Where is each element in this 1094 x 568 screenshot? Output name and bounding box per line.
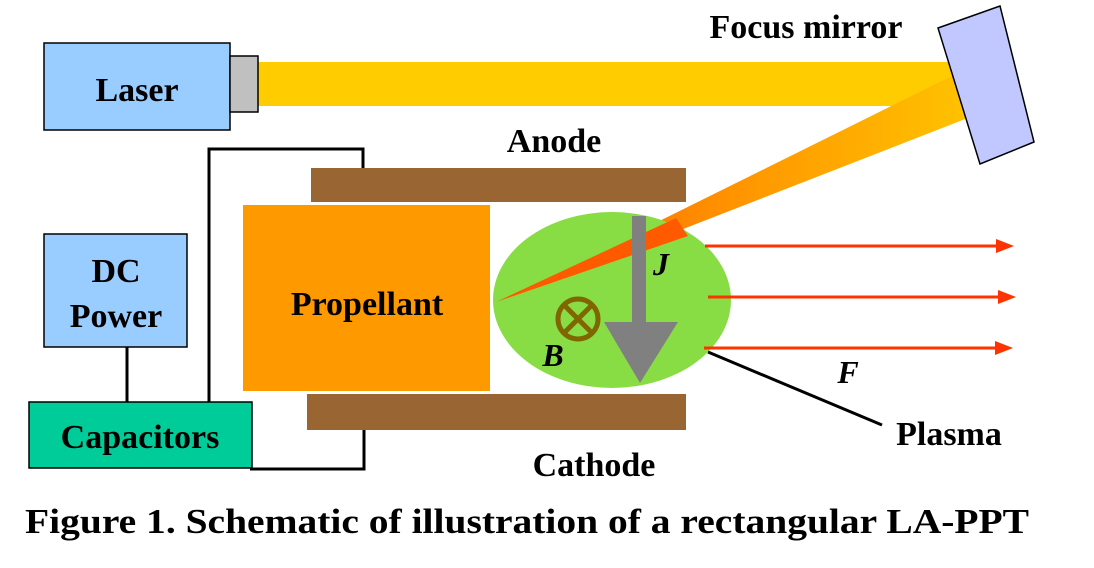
current-j-label: J	[652, 246, 670, 282]
plasma-cloud	[493, 212, 731, 388]
dc-power-box	[43, 233, 188, 348]
force-arrow	[704, 341, 1013, 355]
focus-mirror-label: Focus mirror	[710, 9, 903, 46]
current-arrow	[604, 216, 678, 383]
force-arrow	[708, 290, 1016, 304]
force-f-label: F	[836, 354, 858, 390]
anode-electrode	[311, 168, 686, 202]
laser-label: Laser	[95, 72, 178, 109]
cathode-label: Cathode	[533, 447, 656, 484]
anode-label: Anode	[507, 123, 601, 160]
dc-power-label-line1: DC	[91, 253, 140, 290]
plasma-pointer	[707, 350, 883, 427]
focus-mirror	[937, 5, 1035, 166]
figure-caption: Figure 1. Schematic of illustration of a…	[25, 502, 1029, 541]
magnetic-field-symbol	[555, 296, 601, 342]
laser-box	[43, 42, 231, 131]
field-b-label: B	[541, 337, 563, 373]
plasma-label: Plasma	[896, 416, 1002, 453]
propellant-block	[243, 205, 490, 391]
circuit-wire-anode	[207, 147, 365, 404]
capacitors-label: Capacitors	[61, 419, 220, 456]
laser-aperture	[229, 55, 259, 113]
dc-power-label-line2: Power	[70, 298, 163, 335]
cathode-electrode	[307, 394, 686, 430]
circuit-wire-cathode	[250, 430, 366, 471]
capacitors-box	[28, 401, 253, 469]
laser-beam	[258, 62, 958, 106]
force-arrow	[705, 239, 1014, 253]
propellant-label: Propellant	[291, 286, 444, 323]
